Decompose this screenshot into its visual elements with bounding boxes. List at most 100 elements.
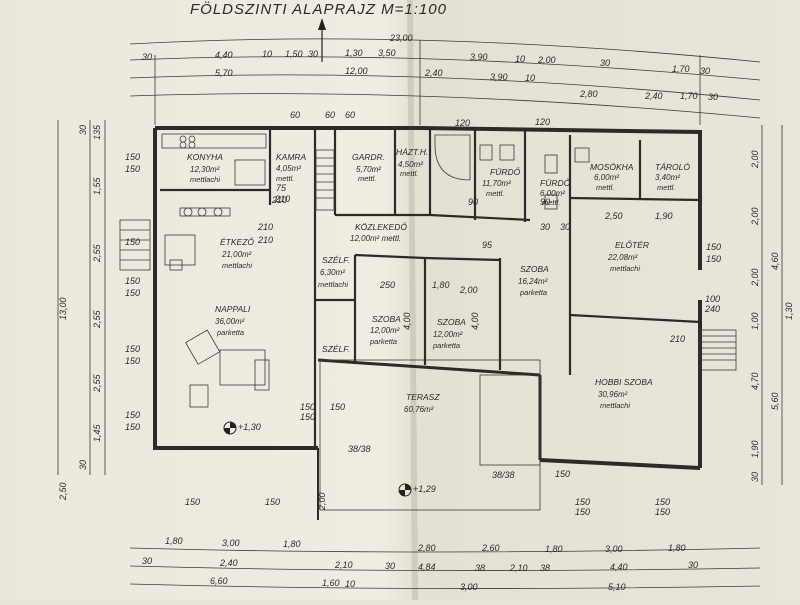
- room-area: 6,00m²: [594, 173, 619, 182]
- opening-label: 60: [290, 110, 300, 120]
- opening-label: 150: [706, 242, 721, 252]
- dim-bottom-1-3: 2,80: [417, 543, 436, 553]
- opening-label: 210: [274, 194, 290, 204]
- dim-top-1-5: 1,30: [345, 48, 363, 58]
- dim-top-1-8: 10: [515, 54, 525, 64]
- dim-bottom-2-2: 2,10: [334, 560, 353, 570]
- opening-label: 150: [125, 344, 140, 354]
- room-area: 30,96m²: [598, 390, 628, 399]
- dim-top-2-6: 2,40: [644, 91, 663, 101]
- dim-bottom-1-0: 1,80: [165, 536, 183, 546]
- room-hazt: HÁZT.H. 4,50m² mettl.: [396, 147, 428, 178]
- room-szelf: SZÉLF. 6,30m² mettlachi: [318, 255, 350, 289]
- dim-overall: 23,00: [389, 33, 413, 43]
- dim-bottom-3-1: 1,60: [322, 578, 340, 588]
- misc-label: 75: [276, 183, 287, 193]
- opening-label: 150: [125, 237, 140, 247]
- dim-bottom-2-3: 30: [385, 561, 395, 571]
- dim-left-1: 135: [92, 124, 102, 140]
- room-area: 4,50m²: [398, 160, 423, 169]
- dim-right-outer-1: 5,60: [770, 392, 780, 410]
- opening-label: 210: [257, 222, 273, 232]
- dims-left-outer: 13,00 2,50: [58, 297, 68, 501]
- room-szoba-2: SZOBA 12,00m² parketta: [369, 314, 401, 346]
- dim-top-1-10: 30: [600, 58, 610, 68]
- dim-bottom-1-2: 1,80: [283, 539, 301, 549]
- dim-top-1-0: 30: [142, 52, 152, 62]
- opening-label: 150: [300, 412, 315, 422]
- left-dimension-chain: [57, 120, 106, 475]
- dim-top-1-11: 1,70: [672, 64, 690, 74]
- dim-top-2-3: 3,90: [490, 72, 508, 82]
- room-name: GARDR.: [352, 152, 385, 162]
- room-material: mettl.: [276, 174, 294, 183]
- dim-bottom-3-2: 10: [345, 579, 355, 589]
- opening-label: 150: [125, 152, 140, 162]
- room-name: SZÉLF.: [322, 344, 350, 354]
- level-marker-2: +1,29: [398, 483, 436, 497]
- misc-label: 1,80: [432, 280, 450, 290]
- room-eloter: ELŐTÉR 22,08m² mettlachi: [607, 240, 649, 273]
- dim-bottom-2-4: 4,84: [418, 562, 436, 572]
- dim-top-1-9: 2,00: [537, 55, 556, 65]
- room-name: KÖZLEKEDŐ: [355, 222, 407, 232]
- dim-bottom-3-0: 6,60: [210, 576, 228, 586]
- dim-top-1-2: 10: [262, 49, 272, 59]
- opening-label: 120: [455, 118, 470, 128]
- north-arrow-icon: [318, 18, 326, 62]
- room-area: 12,00m²: [433, 330, 463, 339]
- dims-left-inner: 30 135 1,55 2,55 2,55 2,55 1,45 30: [78, 124, 102, 470]
- room-hobbi: HOBBI SZOBA 30,96m² mettlachi: [595, 377, 653, 410]
- opening-label: 150: [655, 507, 670, 517]
- room-name: KONYHA: [187, 152, 223, 162]
- room-area: 3,40m²: [655, 173, 680, 182]
- room-area: 22,08m²: [607, 253, 638, 262]
- dim-top-1-12: 30: [700, 66, 710, 76]
- dim-bottom-1-4: 2,60: [481, 543, 500, 553]
- dim-top-1-3: 1,50: [285, 49, 303, 59]
- dim-right-7: 30: [750, 472, 760, 482]
- bottom-dimension-chain: [129, 547, 761, 589]
- room-name: TÁROLÓ: [655, 162, 690, 172]
- opening-label: 150: [125, 422, 140, 432]
- furniture-bath: [434, 134, 590, 210]
- room-material: mettl.: [657, 183, 675, 192]
- misc-label: 210: [271, 195, 287, 205]
- dim-top-2-0: 5,70: [215, 68, 233, 78]
- room-name: TERASZ: [406, 392, 440, 402]
- dim-left-outer-1: 2,50: [58, 482, 68, 501]
- misc-label: 250: [379, 280, 395, 290]
- opening-label: 150: [125, 410, 140, 420]
- opening-label: 120: [535, 117, 550, 127]
- dim-top-1-6: 3,50: [378, 48, 396, 58]
- misc-label: 30: [540, 222, 550, 232]
- opening-label: 150: [575, 507, 590, 517]
- room-material: mettl.: [596, 183, 614, 192]
- room-material: mettlachi: [190, 175, 220, 184]
- dim-bottom-row1: 1,80 3,00 1,80 2,80 2,60 1,80 3,00 1,80: [165, 536, 686, 554]
- misc-label: 2,00: [317, 492, 327, 511]
- dim-left-3: 2,55: [92, 243, 102, 263]
- misc-label: 2,00: [459, 285, 478, 295]
- furniture-kitchen: [161, 133, 267, 186]
- dim-right-3: 4,60: [770, 252, 780, 270]
- room-material: mettlachi: [222, 261, 252, 270]
- dim-bottom-2-7: 38: [540, 563, 550, 573]
- opening-label: 150: [265, 497, 280, 507]
- stair-right-icon: [699, 329, 737, 371]
- dim-right-2: 2,00: [750, 268, 760, 287]
- room-etkezo: ÉTKEZŐ 21,00m² mettlachi: [220, 237, 254, 270]
- dim-left-4: 2,55: [92, 309, 102, 329]
- opening-labels: 150 150 150 150 150 150 150 150 150 210 …: [125, 110, 721, 517]
- interior-walls: [160, 128, 701, 448]
- level-label: +1,29: [413, 484, 436, 494]
- dim-right-outer-0: 1,30: [784, 302, 794, 320]
- room-furdo-1: FÜRDŐ 11,70m² mettl.: [482, 167, 521, 198]
- dim-top-2-4: 10: [525, 73, 535, 83]
- opening-label: 90: [468, 197, 478, 207]
- misc-label: 2,50: [604, 211, 623, 221]
- room-area: 4,05m²: [276, 164, 301, 173]
- room-name: SZÉLF.: [322, 255, 350, 265]
- dim-top-2-1: 12,00: [345, 66, 368, 76]
